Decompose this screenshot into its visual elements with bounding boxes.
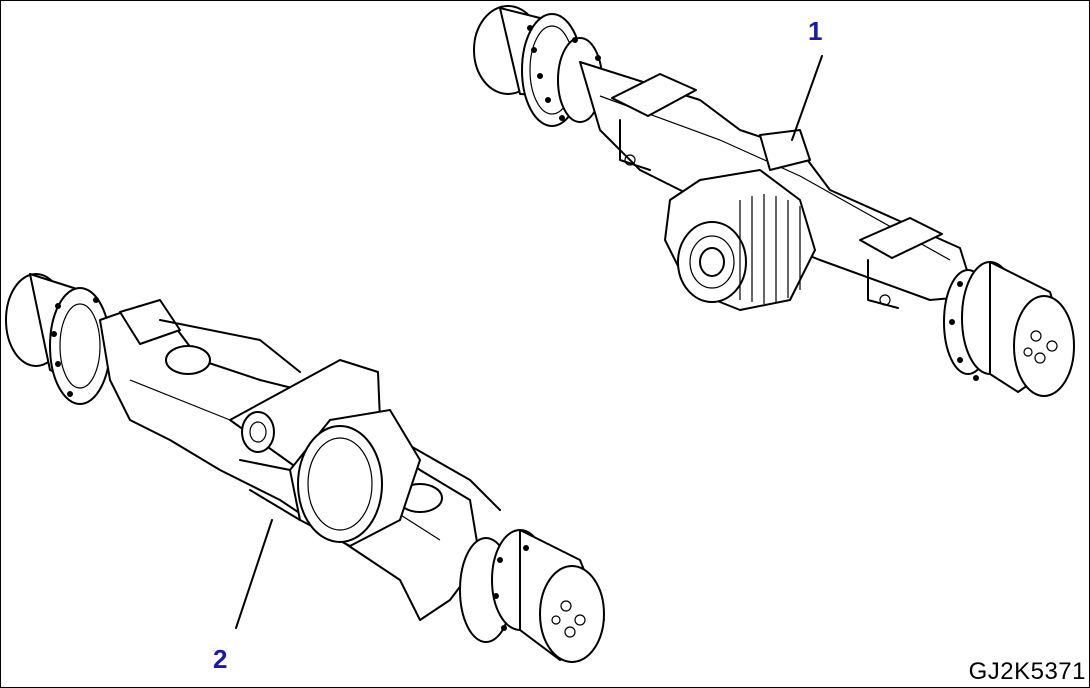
rear-axle-assembly [473,5,1075,397]
rear-axle-differential [664,129,816,311]
front-axle-right-hub [459,529,605,663]
front-axle-left-hub [5,273,115,405]
front-axle-assembly [5,273,605,663]
rear-axle-left-hub [473,5,603,127]
callout-1-leader [791,55,823,141]
callout-2-leader [235,519,273,629]
callout-label-2: 2 [213,644,228,674]
rear-axle-right-hub [943,261,1075,397]
callout-label-1: 1 [808,16,823,46]
front-axle-differential [229,359,421,547]
figure-id: GJ2K5371 [968,658,1086,685]
